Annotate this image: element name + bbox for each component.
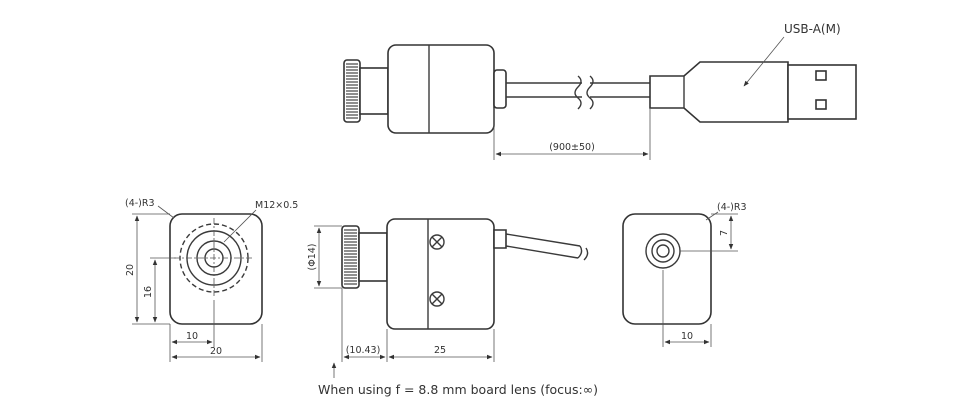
top-camera-body	[387, 44, 495, 134]
back-view: (4-)R3 7 10	[622, 202, 747, 347]
usb-window-bottom	[815, 99, 827, 110]
lens-note: When using f = 8.8 mm board lens (focus:…	[318, 382, 598, 397]
usb-label: USB-A(M)	[784, 22, 841, 36]
thread-label: M12×0.5	[255, 200, 298, 211]
back-body	[622, 213, 712, 325]
front-center-width-label: 10	[186, 331, 198, 342]
side-body-length-label: 25	[434, 345, 446, 356]
screw-bottom	[429, 291, 445, 307]
usb-window-top	[815, 70, 827, 81]
side-view: (Φ14) (10.43) 25 When using f = 8.8 mm b…	[307, 218, 598, 397]
side-lens-thread	[358, 232, 388, 282]
top-strain-relief	[493, 69, 507, 109]
top-view: USB-A(M) (900±50)	[343, 22, 857, 160]
front-width-label: 20	[210, 346, 222, 357]
side-camera-body	[386, 218, 495, 330]
front-height-label: 20	[125, 264, 136, 276]
usb-boot	[649, 61, 789, 123]
cable-length-label: (900±50)	[549, 142, 595, 153]
front-radius-label: (4-)R3	[125, 198, 155, 209]
front-view: (4-)R3 M12×0.5 20 16 10 20	[125, 198, 298, 362]
lens-protrusion-label: (10.43)	[346, 345, 381, 356]
side-strain-relief	[493, 229, 507, 249]
back-offset-v-label: 7	[719, 230, 730, 236]
side-lens-diameter-label: (Φ14)	[307, 244, 318, 271]
front-center-height-label: 16	[143, 286, 154, 298]
screw-top	[429, 234, 445, 250]
back-offset-h-label: 10	[681, 331, 693, 342]
top-lens-thread	[359, 67, 389, 115]
back-radius-label: (4-)R3	[717, 202, 747, 213]
